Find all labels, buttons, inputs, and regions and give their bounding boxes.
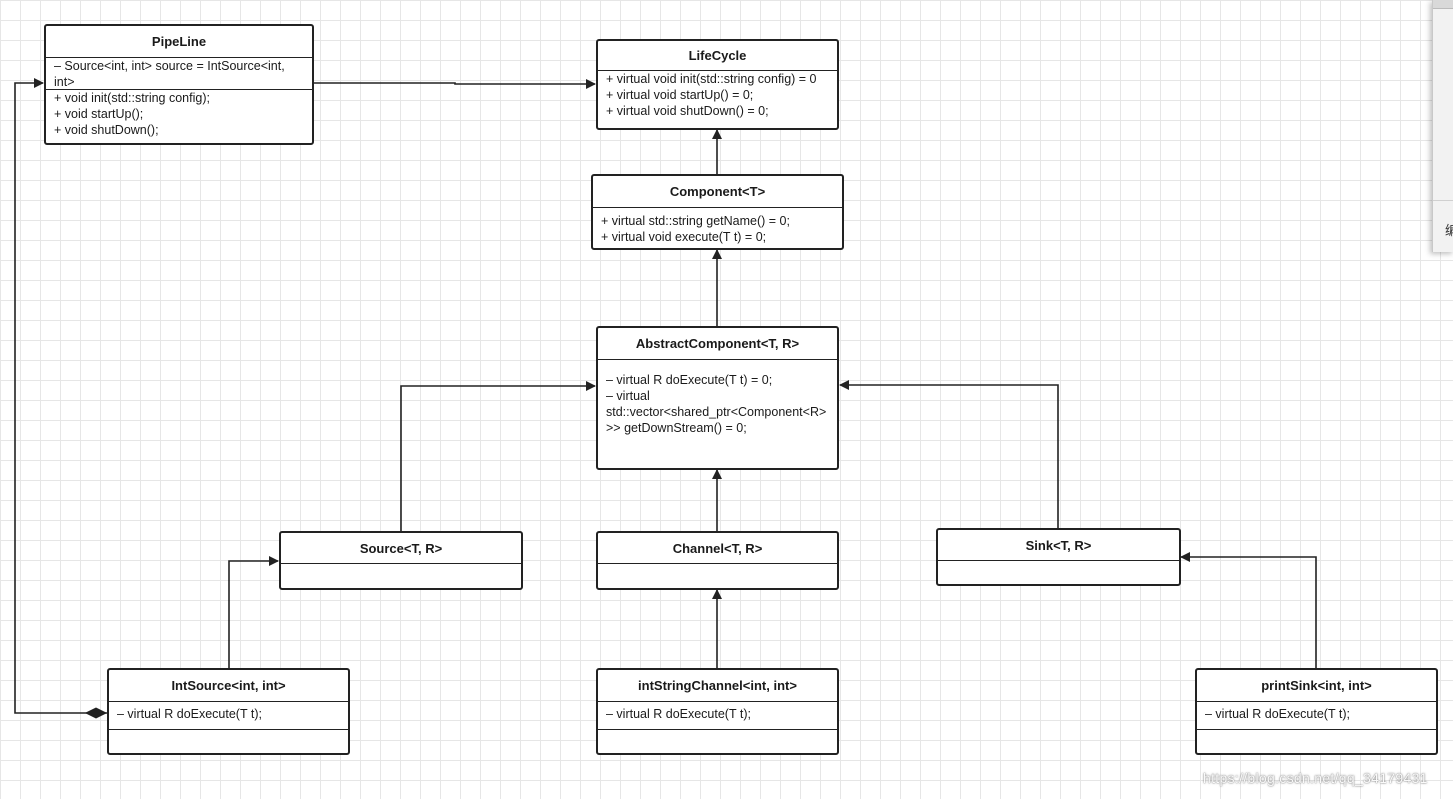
method: + virtual std::string getName() = 0; (601, 214, 790, 228)
method: – virtual R doExecute(T t); (117, 707, 262, 721)
class-abstract-component[interactable]: AbstractComponent<T, R> – virtual R doEx… (596, 326, 839, 470)
methods-section: + void init(std::string config); + void … (46, 90, 312, 138)
class-name: PipeLine (46, 26, 312, 58)
class-int-source[interactable]: IntSource<int, int> – virtual R doExecut… (107, 668, 350, 755)
method: – virtual std::vector<shared_ptr<Compone… (606, 389, 827, 435)
method: – virtual R doExecute(T t) = 0; (606, 373, 773, 387)
method: + virtual void init(std::string config) … (606, 72, 817, 86)
methods-section: + virtual void init(std::string config) … (598, 71, 837, 119)
class-name: Component<T> (593, 176, 842, 208)
method: – virtual R doExecute(T t); (606, 707, 751, 721)
method: – virtual R doExecute(T t); (1205, 707, 1350, 721)
class-int-string-channel[interactable]: intStringChannel<int, int> – virtual R d… (596, 668, 839, 755)
class-name: intStringChannel<int, int> (598, 670, 837, 702)
class-name: IntSource<int, int> (109, 670, 348, 702)
method: + void shutDown(); (54, 123, 159, 137)
format-side-panel[interactable]: 编 (1432, 0, 1453, 252)
methods-section: + virtual std::string getName() = 0; + v… (593, 208, 842, 245)
watermark-url: https://blog.csdn.net/qq_34179431 (1203, 770, 1428, 786)
class-name: printSink<int, int> (1197, 670, 1436, 702)
edge-pipeline-lifecycle (313, 79, 596, 89)
method: + void startUp(); (54, 107, 144, 121)
methods-section: – virtual R doExecute(T t); (1197, 702, 1436, 730)
class-name: Channel<T, R> (598, 533, 837, 564)
edge-pipeline-intsource-composition (14, 78, 107, 714)
class-name: LifeCycle (598, 41, 837, 71)
methods-section: – virtual R doExecute(T t); (598, 702, 837, 730)
class-lifecycle[interactable]: LifeCycle + virtual void init(std::strin… (596, 39, 839, 130)
panel-divider (1433, 200, 1453, 201)
class-component[interactable]: Component<T> + virtual std::string getNa… (591, 174, 844, 250)
method: + void init(std::string config); (54, 91, 210, 105)
methods-section: – virtual R doExecute(T t); (109, 702, 348, 730)
edge-source-abstract (400, 381, 596, 532)
class-source[interactable]: Source<T, R> (279, 531, 523, 590)
panel-label: 编 (1445, 223, 1453, 238)
panel-tab[interactable] (1433, 0, 1453, 9)
method: + virtual void startUp() = 0; (606, 88, 754, 102)
class-name: Source<T, R> (281, 533, 521, 564)
edge-intsource-source (228, 556, 279, 669)
class-sink[interactable]: Sink<T, R> (936, 528, 1181, 586)
class-pipeline[interactable]: PipeLine – Source<int, int> source = Int… (44, 24, 314, 145)
class-name: Sink<T, R> (938, 530, 1179, 561)
class-channel[interactable]: Channel<T, R> (596, 531, 839, 590)
edge-printsink-sink (1180, 552, 1317, 669)
attributes-section: – Source<int, int> source = IntSource<in… (46, 58, 312, 90)
class-print-sink[interactable]: printSink<int, int> – virtual R doExecut… (1195, 668, 1438, 755)
method: + virtual void shutDown() = 0; (606, 104, 769, 118)
method: + virtual void execute(T t) = 0; (601, 230, 767, 244)
edge-sink-abstract (839, 380, 1059, 529)
class-name: AbstractComponent<T, R> (598, 328, 837, 360)
methods-section: – virtual R doExecute(T t) = 0; – virtua… (598, 360, 837, 436)
composition-diamond (84, 707, 108, 719)
attribute: – Source<int, int> source = IntSource<in… (54, 59, 289, 89)
